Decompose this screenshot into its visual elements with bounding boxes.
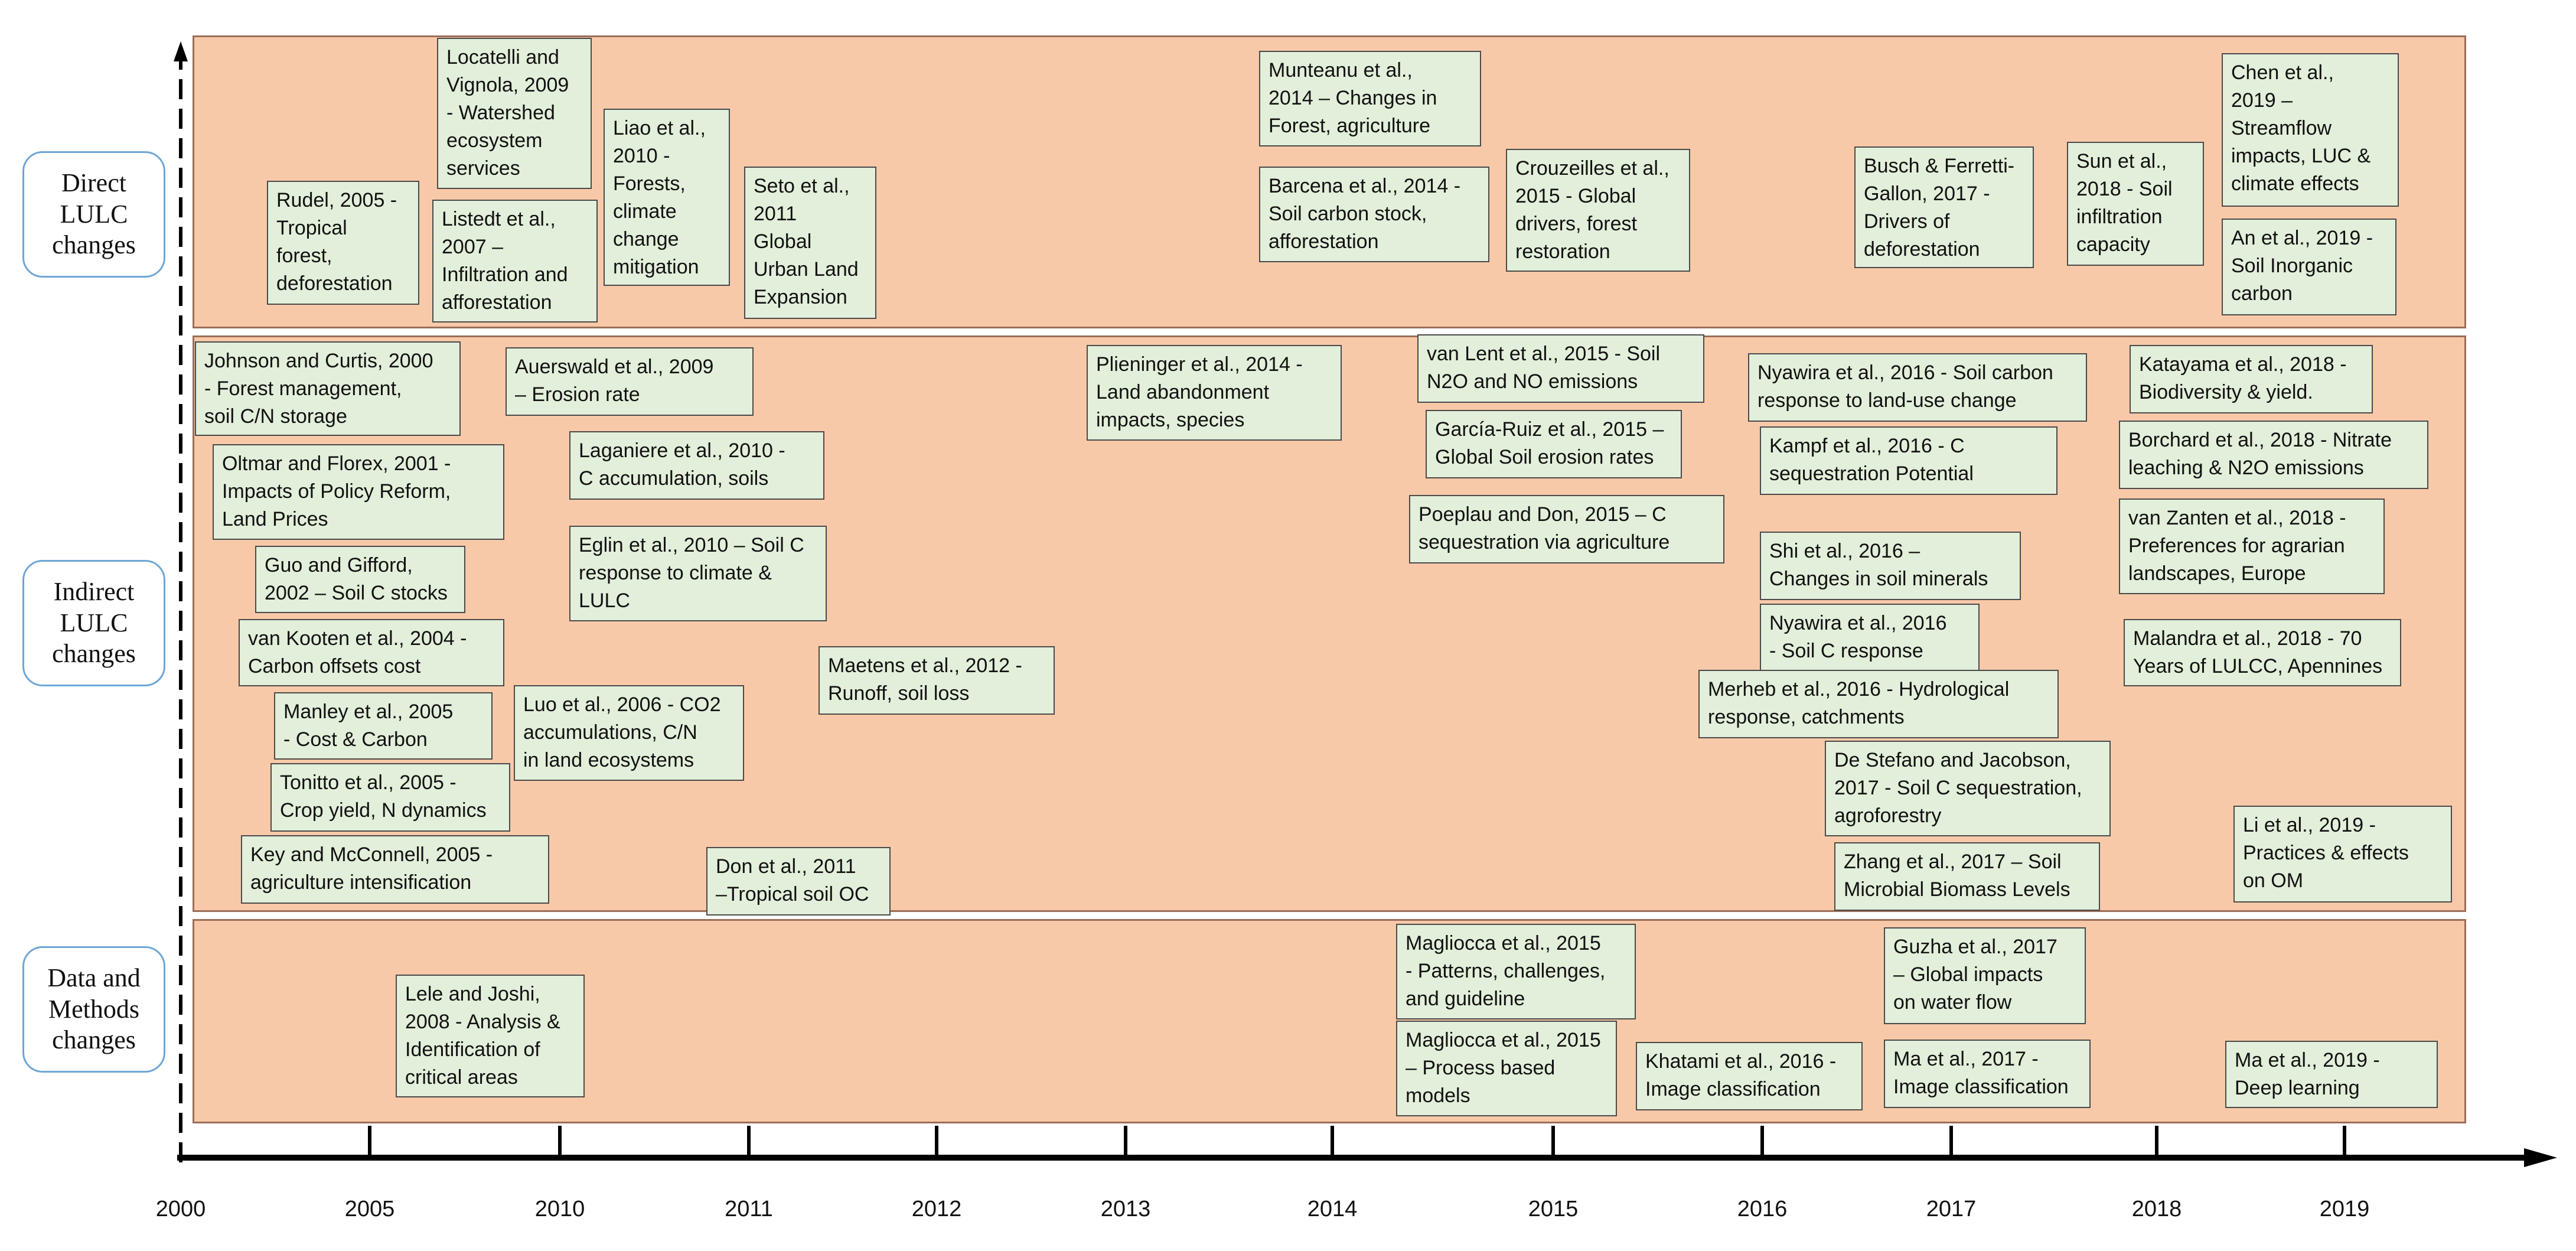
entry-nyawira-2016-a: Nyawira et al., 2016 - Soil carbon respo…	[1748, 353, 2087, 422]
entry-eglin-2010: Eglin et al., 2010 – Soil C response to …	[569, 526, 827, 621]
vertical-axis-arrowhead	[174, 41, 188, 61]
year-ticks	[368, 1126, 2346, 1158]
entry-chen-2019: Chen et al., 2019 – Streamflow impacts, …	[2222, 53, 2399, 207]
entry-don-2011: Don et al., 2011 –Tropical soil OC	[706, 847, 891, 916]
entry-laganiere-2010: Laganiere et al., 2010 - C accumulation,…	[569, 431, 824, 500]
entry-zhang-2017: Zhang et al., 2017 – Soil Microbial Biom…	[1834, 842, 2100, 911]
entry-kampf-2016: Kampf et al., 2016 - C sequestration Pot…	[1760, 426, 2057, 495]
year-label: 2000	[155, 1197, 206, 1221]
year-label: 2016	[1737, 1197, 1788, 1221]
data-methods-label: Data and Methods changes	[22, 946, 165, 1073]
entry-plieninger-2014: Plieninger et al., 2014 - Land abandonme…	[1087, 345, 1342, 441]
entry-li-2019: Li et al., 2019 - Practices & effects on…	[2233, 806, 2452, 903]
entry-guo-2002: Guo and Gifford, 2002 – Soil C stocks	[255, 546, 465, 613]
year-label: 2010	[534, 1197, 585, 1221]
entry-lele-2008: Lele and Joshi, 2008 - Analysis & Identi…	[396, 975, 585, 1097]
year-label: 2017	[1926, 1197, 1977, 1221]
entry-busch-2017: Busch & Ferretti- Gallon, 2017 - Drivers…	[1854, 146, 2034, 268]
entry-manley-2005: Manley et al., 2005 - Cost & Carbon	[274, 692, 493, 760]
entry-merheb-2016: Merheb et al., 2016 - Hydrological respo…	[1698, 670, 2059, 738]
entry-locatelli-2009: Locatelli and Vignola, 2009 - Watershed …	[437, 38, 592, 189]
entry-nyawira-2016-b: Nyawira et al., 2016 - Soil C response	[1760, 604, 1980, 672]
entry-borchard-2018: Borchard et al., 2018 - Nitrate leaching…	[2119, 421, 2428, 489]
entry-seto-2011: Seto et al., 2011 Global Urban Land Expa…	[744, 167, 876, 319]
entry-an-2019: An et al., 2019 - Soil Inorganic carbon	[2222, 219, 2396, 315]
entry-ma-2017: Ma et al., 2017 - Image classification	[1884, 1040, 2091, 1108]
entry-magliocca-2015-b: Magliocca et al., 2015 – Process based m…	[1396, 1021, 1617, 1116]
entry-garciaruiz-2015: García-Ruiz et al., 2015 – Global Soil e…	[1426, 410, 1682, 478]
entry-maetens-2012: Maetens et al., 2012 - Runoff, soil loss	[819, 646, 1055, 715]
year-label: 2019	[2319, 1197, 2370, 1221]
entry-liao-2010: Liao et al., 2010 - Forests, climate cha…	[604, 109, 730, 286]
indirect-lulc-label: Indirect LULC changes	[22, 560, 165, 686]
entry-key-2005: Key and McConnell, 2005 - agriculture in…	[241, 835, 549, 904]
entry-malandra-2018: Malandra et al., 2018 - 70 Years of LULC…	[2124, 619, 2401, 686]
entry-khatami-2016: Khatami et al., 2016 - Image classificat…	[1636, 1042, 1863, 1110]
entry-listedt-2007: Listedt et al., 2007 – Infiltration and …	[432, 200, 598, 322]
entry-vanlent-2015: van Lent et al., 2015 - Soil N2O and NO …	[1417, 334, 1704, 403]
year-label: 2018	[2131, 1197, 2182, 1221]
entry-guzha-2017: Guzha et al., 2017 – Global impacts on w…	[1884, 927, 2086, 1024]
year-label: 2005	[344, 1197, 395, 1221]
entry-barcena-2014: Barcena et al., 2014 - Soil carbon stock…	[1259, 167, 1489, 262]
year-label: 2015	[1528, 1197, 1579, 1221]
year-label: 2013	[1100, 1197, 1151, 1221]
entry-luo-2006: Luo et al., 2006 - CO2 accumulations, C/…	[514, 685, 744, 781]
year-label: 2012	[911, 1197, 962, 1221]
entry-johnson-2000: Johnson and Curtis, 2000 - Forest manage…	[195, 341, 461, 436]
entry-ma-2019: Ma et al., 2019 - Deep learning	[2225, 1041, 2438, 1108]
entry-rudel-2005: Rudel, 2005 - Tropical forest, deforesta…	[267, 181, 419, 305]
entry-crouzeilles-2015: Crouzeilles et al., 2015 - Global driver…	[1506, 149, 1690, 272]
direct-lulc-label: Direct LULC changes	[22, 151, 165, 278]
entry-poeplau-2015: Poeplau and Don, 2015 – C sequestration …	[1409, 495, 1724, 563]
entry-tonitto-2005: Tonitto et al., 2005 - Crop yield, N dyn…	[270, 763, 510, 832]
entry-sun-2018: Sun et al., 2018 - Soil infiltration cap…	[2067, 142, 2204, 266]
entry-destefano-2017: De Stefano and Jacobson, 2017 - Soil C s…	[1825, 741, 2111, 836]
entry-katayama-2018: Katayama et al., 2018 - Biodiversity & y…	[2130, 345, 2373, 413]
horizontal-axis-arrowhead	[2524, 1148, 2557, 1167]
entry-shi-2016: Shi et al., 2016 – Changes in soil miner…	[1760, 532, 2021, 600]
year-label: 2014	[1307, 1197, 1358, 1221]
entry-oltmar-2001: Oltmar and Florex, 2001 - Impacts of Pol…	[213, 444, 504, 540]
entry-vankooten-2004: van Kooten et al., 2004 - Carbon offsets…	[239, 619, 504, 686]
entry-munteanu-2014: Munteanu et al., 2014 – Changes in Fores…	[1259, 51, 1481, 146]
year-label: 2011	[725, 1197, 773, 1221]
entry-magliocca-2015-a: Magliocca et al., 2015 - Patterns, chall…	[1396, 924, 1636, 1019]
entry-vanzanten-2018: van Zanten et al., 2018 - Preferences fo…	[2119, 499, 2385, 594]
entry-auerswald-2009: Auerswald et al., 2009 – Erosion rate	[506, 347, 754, 416]
